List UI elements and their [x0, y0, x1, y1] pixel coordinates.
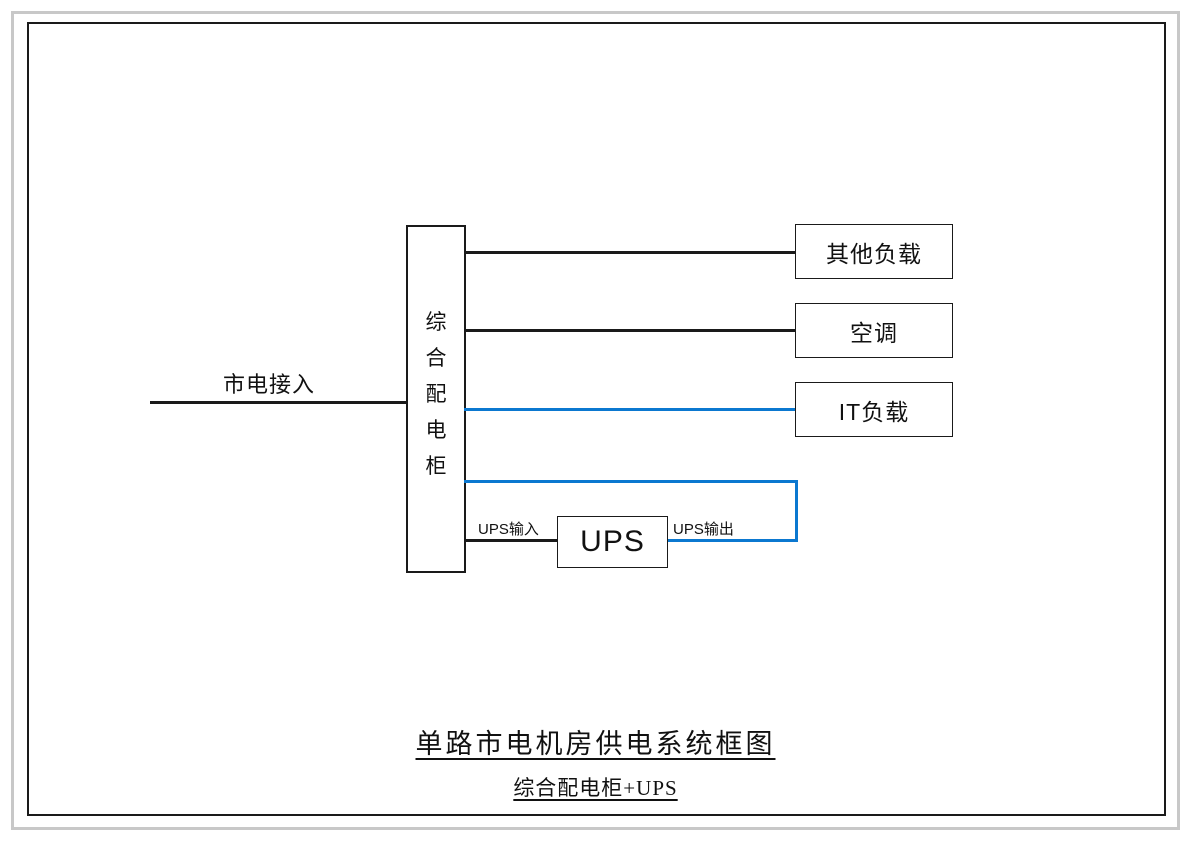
feeder-line-aircon — [464, 329, 797, 332]
ups-output-bus-riser — [795, 480, 798, 541]
main-distribution-cabinet-label: 综合配电柜 — [425, 311, 447, 479]
feeder-line-it-load — [464, 408, 797, 411]
load-box-it-load-label: IT负载 — [838, 398, 910, 425]
outer-frame-border — [11, 11, 1180, 830]
ups-input-label: UPS输入 — [478, 521, 539, 538]
load-box-aircon[interactable]: 空调 — [795, 303, 953, 358]
inner-frame-border — [27, 22, 1166, 816]
load-box-aircon-label: 空调 — [850, 319, 898, 346]
diagram-title: 单路市电机房供电系统框图 — [415, 729, 776, 759]
load-box-it-load[interactable]: IT负载 — [795, 382, 953, 437]
ups-box-label: UPS — [580, 525, 645, 558]
main-distribution-cabinet[interactable]: 综合配电柜 — [406, 225, 466, 573]
ups-box[interactable]: UPS — [557, 516, 668, 568]
feeder-line-other-load — [464, 251, 797, 254]
load-box-other-load[interactable]: 其他负载 — [795, 224, 953, 279]
ups-output-line — [668, 539, 798, 542]
load-box-other-load-label: 其他负载 — [826, 240, 922, 267]
mains-input-label: 市电接入 — [223, 372, 316, 397]
mains-input-line — [150, 401, 408, 404]
ups-output-label: UPS输出 — [673, 521, 734, 538]
diagram-subtitle: 综合配电柜+UPS — [513, 776, 678, 800]
diagram-title-block: 单路市电机房供电系统框图 综合配电柜+UPS — [0, 722, 1191, 802]
ups-input-line — [464, 539, 559, 542]
ups-output-bus-horizontal — [464, 480, 798, 483]
